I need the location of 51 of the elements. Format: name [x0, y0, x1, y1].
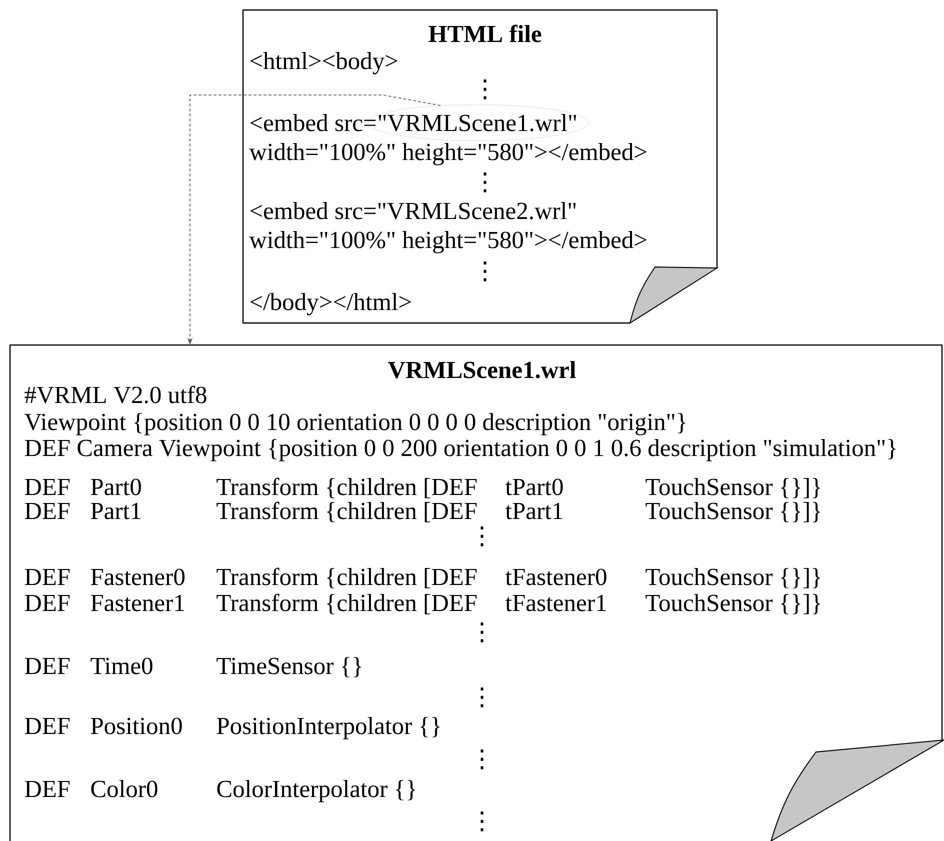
- code-line: DEF Camera Viewpoint {position 0 0 200 orientation 0 0 1 0.6 description "simulation"}: [24, 439, 896, 462]
- code-word: TouchSensor {}]}: [646, 478, 820, 498]
- code-word: tFastener0: [505, 568, 606, 586]
- ellipsis-dots: ⋮: [480, 526, 484, 546]
- file-title: VRMLScene1.wrl: [388, 361, 576, 378]
- ellipsis-dots: ⋮: [484, 172, 486, 192]
- ellipsis-dots: ⋮: [484, 80, 486, 100]
- code-word: TouchSensor {}]}: [646, 568, 820, 588]
- code-word: Transform {children [DEF: [216, 568, 477, 588]
- code-word: Transform {children [DEF: [216, 478, 477, 498]
- code-line: <html><body>: [250, 52, 398, 74]
- code-word: tPart0: [505, 478, 563, 496]
- file-title: HTML file: [428, 24, 542, 42]
- code-word: TouchSensor {}]}: [646, 594, 820, 614]
- code-word: DEF: [24, 658, 70, 674]
- code-word: Part0: [90, 478, 141, 496]
- code-line: #VRML V2.0 utf8: [24, 386, 206, 404]
- code-line: Viewpoint {position 0 0 10 orientation 0 0 0 0 description "origin"}: [24, 413, 686, 436]
- file-page: [242, 9, 718, 324]
- code-line: </body></html>: [250, 293, 411, 316]
- code-word: DEF: [24, 594, 70, 612]
- code-word: Transform {children [DEF: [216, 594, 477, 614]
- code-word: tPart1: [505, 502, 562, 520]
- code-word: TimeSensor {}: [216, 657, 362, 678]
- code-word: Fastener1: [90, 594, 184, 612]
- ellipsis-dots: ⋮: [480, 688, 484, 708]
- code-word: PositionInterpolator {}: [216, 717, 440, 740]
- code-word: DEF: [24, 718, 70, 734]
- code-word: Part1: [90, 502, 140, 520]
- code-word: tFastener1: [505, 594, 606, 612]
- code-word: Time0: [90, 658, 152, 674]
- code-word: DEF: [24, 780, 70, 798]
- code-line: <embed src=: [250, 114, 376, 132]
- code-word: "VRMLScene1.wrl": [378, 114, 576, 132]
- ellipsis-dots: ⋮: [480, 622, 484, 642]
- code-word: Transform {children [DEF: [216, 502, 477, 522]
- code-word: Fastener0: [90, 568, 185, 586]
- code-word: TouchSensor {}]}: [646, 502, 820, 522]
- code-word: Color0: [91, 780, 158, 798]
- code-word: ColorInterpolator {}: [217, 780, 416, 802]
- code-word: DEF: [24, 568, 70, 586]
- code-line: <embed src="VRMLScene2.wrl": [250, 202, 576, 220]
- code-word: DEF: [24, 478, 70, 496]
- ellipsis-dots: ⋮: [480, 812, 484, 832]
- code-word: DEF: [24, 502, 70, 520]
- file-page: [9, 344, 944, 841]
- code-line: width="100%" height="580"></embed>: [249, 231, 646, 254]
- ellipsis-dots: ⋮: [484, 262, 486, 282]
- code-word: Position0: [90, 718, 182, 734]
- code-line: width="100%" height="580"></embed>: [249, 143, 646, 166]
- ellipsis-dots: ⋮: [480, 750, 484, 770]
